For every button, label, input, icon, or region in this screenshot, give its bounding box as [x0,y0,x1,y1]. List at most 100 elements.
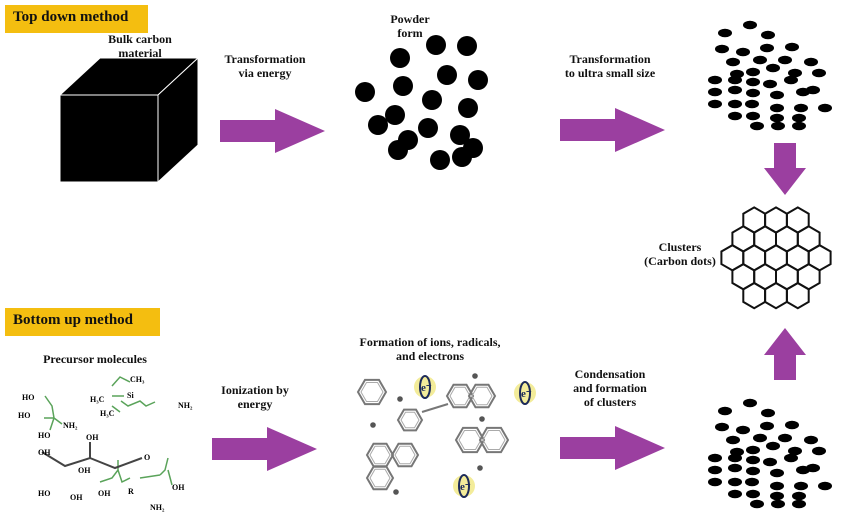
label-line: form [397,26,423,40]
nanoparticle [818,103,832,113]
carbon-hexagon [742,281,767,310]
nanoparticle [763,457,777,467]
nanoparticle [770,103,784,113]
mol-label: NH₂ [63,421,78,430]
ions-radicals-electrons: e⁻e⁻e⁻ [356,373,536,498]
label-line: Transformation [224,52,306,66]
nanoparticle [794,481,808,491]
powder-particle [388,140,408,160]
mol-label: NH₂ [178,401,193,410]
nanoparticle [796,87,810,97]
aromatic-ring [365,442,395,468]
label-line: Clusters [658,240,702,254]
aromatic-ring-inner [400,411,420,429]
nanoparticle [760,43,774,53]
powder-particle [368,115,388,135]
aromatic-ring [396,408,424,432]
mol-label: OH [70,493,83,502]
nanoparticle [746,455,760,465]
electron-icon: e⁻ [414,375,436,399]
powder-particle [426,35,446,55]
mol-label: HO [22,393,34,402]
nanoparticle [718,28,732,38]
ultra-small-particles-top [708,20,832,131]
nanoparticle [770,90,784,100]
radical-dot [370,422,376,428]
mol-label: OH [78,466,91,475]
nanoparticle [728,111,742,121]
ultra-small-particles-bottom [708,398,832,509]
arrow-right-icon [220,109,325,153]
nanoparticle [778,433,792,443]
arrow-right-icon [212,427,317,471]
nanoparticle [792,499,806,509]
mol-label: OH [98,489,111,498]
nanoparticle [784,75,798,85]
label-line: Ionization by [221,383,289,397]
nanoparticle [796,465,810,475]
electron-orbit [519,381,531,405]
label-line: material [118,46,162,60]
label-line: Bulk carbon [108,32,172,46]
aromatic-ring [356,378,388,406]
powder-particle [457,36,477,56]
nanoparticle [728,99,742,109]
label-line: and electrons [395,349,465,363]
nanoparticle [770,491,784,501]
nanoparticle [708,465,722,475]
mol-label: HO [38,431,50,440]
nanoparticle [818,481,832,491]
nanoparticle [812,446,826,456]
nanoparticle [750,499,764,509]
nanoparticle [778,55,792,65]
nanoparticle [728,463,742,473]
nanoparticle [746,88,760,98]
precursor-molecules: HO HO HO NH₂ H₃C H₃C CH₃ Si NH₂ OH OH O … [18,375,193,512]
nanoparticle [753,433,767,443]
radical-dot [472,373,478,379]
nanoparticle [766,441,780,451]
arrow-right-icon [560,108,665,152]
nanoparticle [746,77,760,87]
powder-particle [393,76,413,96]
nanoparticle [728,453,742,463]
electron-icon: e⁻ [514,381,536,405]
mol-label: CH₃ [130,375,145,384]
mol-label: HO [18,411,30,420]
powder-particle [390,48,410,68]
mol-label: H₃C [100,409,115,418]
nanoparticle [770,481,784,491]
powder-particle [437,65,457,85]
label-line: and formation [573,381,647,395]
nanoparticle [788,446,802,456]
nanoparticle [743,398,757,408]
cube-front [59,94,159,183]
nanoparticle [726,435,740,445]
nanoparticle [792,491,806,501]
electron-symbol: e⁻ [521,388,532,400]
label-line: via energy [238,66,292,80]
aromatic-ring [445,383,475,409]
nanoparticle [745,477,759,487]
mol-label: H₃C [90,395,105,404]
powder-particle [422,90,442,110]
electron-glow [414,376,436,398]
powder-particle [430,150,450,170]
nanoparticle [792,113,806,123]
aromatic-ring-inner [394,445,416,465]
nanoparticle [746,67,760,77]
electron-symbol: e⁻ [421,382,432,394]
nanoparticle [708,477,722,487]
label-line: Formation of ions, radicals, [359,335,501,349]
arrow-up-icon [764,328,806,380]
powder-particles [355,35,488,170]
nanoparticle [715,422,729,432]
nanoparticle [763,79,777,89]
nanoparticle [718,406,732,416]
arrow-down-icon [764,143,806,195]
